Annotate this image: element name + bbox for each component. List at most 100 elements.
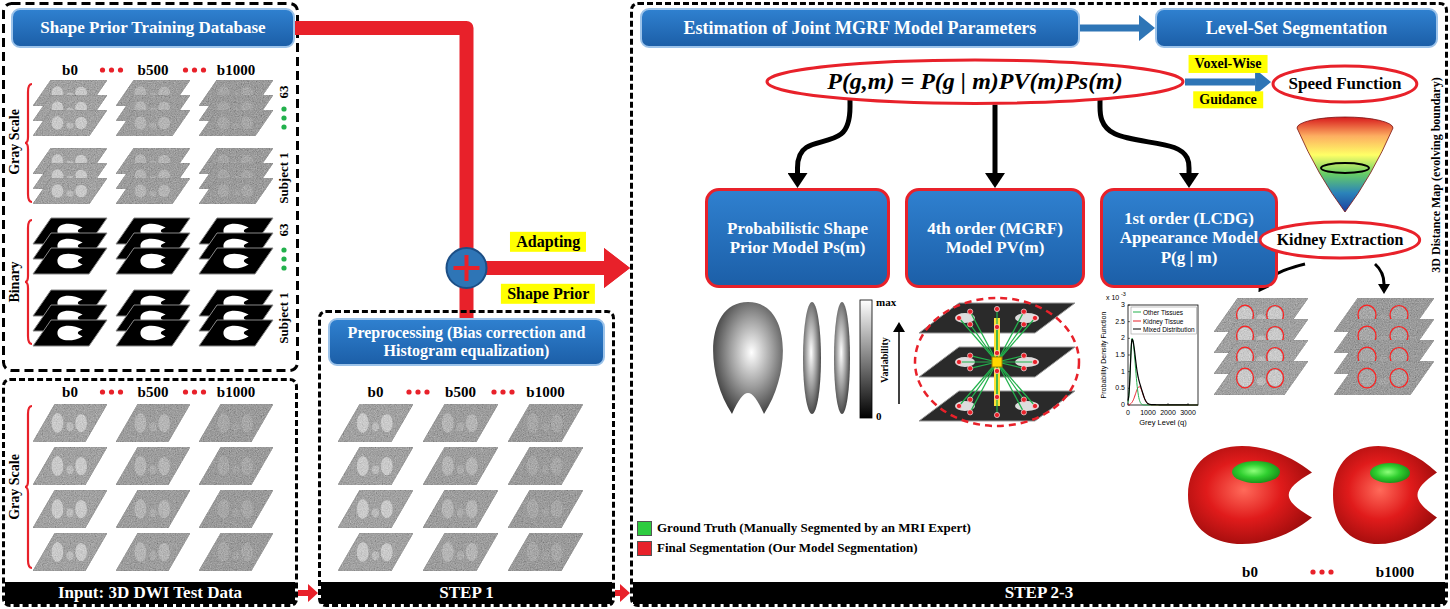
image-stack [33, 290, 107, 346]
mri-slice [199, 447, 273, 485]
image-stack [338, 404, 413, 571]
process-box: Preprocessing (Bias correction and Histo… [328, 318, 605, 366]
ellipsis-dot [509, 389, 514, 394]
image-stack [199, 290, 273, 346]
ellipsis-dot [281, 247, 286, 252]
legend-entry: Ground Truth (Manually Segmented by an M… [637, 520, 971, 536]
mri-slice [199, 110, 273, 136]
ellipsis-dot [1310, 569, 1315, 574]
kidney-3d [1188, 446, 1312, 544]
mri-slice [508, 404, 583, 442]
image-stack [33, 218, 107, 274]
axis-title: Grey Level (q) [1139, 419, 1187, 427]
legend-text: Ground Truth (Manually Segmented by an M… [657, 520, 971, 536]
line-sample [1133, 312, 1141, 313]
tick-label: 0 [1126, 409, 1130, 417]
arrow-connector [298, 590, 308, 596]
kidney-mask [140, 254, 165, 269]
mri-slice [33, 490, 107, 528]
axis-multiplier: x 10 [1106, 294, 1119, 302]
ellipsis-dot [118, 389, 123, 394]
tick-label: 3 [1121, 301, 1125, 309]
image-label: b500 [138, 62, 169, 79]
curly-bracket [25, 220, 32, 344]
ellipsis-dot [424, 389, 429, 394]
subject-label: Subject 1 [277, 152, 291, 204]
legend-entry: Kidney Tissue [1133, 317, 1183, 324]
group-label: Gray Scale [7, 454, 22, 520]
image-label: b1000 [1376, 564, 1414, 581]
legend-entry: Other Tissues [1133, 309, 1183, 316]
mri-slice [423, 533, 498, 571]
image-label: b0 [62, 384, 78, 401]
mri-slice [508, 447, 583, 485]
ellipsis-dot [183, 67, 188, 72]
distance-map-surface [1297, 117, 1393, 212]
image-stack [33, 80, 107, 136]
step-panel: STEP 1 Preprocessing (Bias correction and… [318, 310, 615, 607]
subject-label: 63 [277, 86, 291, 99]
legend-swatch [637, 541, 652, 556]
mri-slice [338, 490, 413, 528]
image-label: b0 [1242, 564, 1258, 581]
mri-slice [199, 178, 273, 204]
arrow-label: Adapting [510, 232, 586, 252]
variability-arrow [898, 332, 900, 404]
image-stack [199, 404, 273, 571]
kidney-mask [57, 254, 82, 269]
mri-slice [338, 447, 413, 485]
tick-label: 3000 [1180, 409, 1196, 417]
binary-slice [116, 248, 190, 274]
ellipsis-dot [201, 389, 206, 394]
input-panel: Input: 3D DWI Test Data [2, 378, 298, 607]
ground-truth-patch [1370, 463, 1410, 483]
node-text: Probabilistic Shape Prior Model Ps(m) [716, 219, 879, 257]
binary-slice [33, 320, 107, 346]
segmentation-contour [1267, 368, 1284, 387]
arrow-label: Voxel-Wise [1189, 55, 1268, 73]
mri-slice [423, 404, 498, 442]
image-stack [116, 80, 190, 136]
mri-slice [116, 533, 190, 571]
image-label: b1000 [217, 62, 255, 79]
legend-box [1131, 307, 1197, 334]
segmentation-contour [1390, 368, 1408, 387]
ellipsis-dot [1328, 569, 1333, 574]
legend-entry: Mixed Distribution [1133, 326, 1195, 333]
image-stack [199, 218, 273, 274]
mri-slice [199, 404, 273, 442]
process-ellipse: Speed Function [1271, 64, 1419, 104]
image-label: b0 [368, 384, 384, 401]
ellipsis-dot [281, 106, 286, 111]
image-stack [199, 148, 273, 204]
mri-slice [33, 110, 107, 136]
model-box: 1st order (LCDG) Appearance Model P(g | … [1100, 188, 1278, 288]
arrow-connector [1100, 100, 1189, 173]
image-stack [1214, 298, 1308, 395]
arrow-connector [1185, 78, 1255, 85]
ellipsis-dot [491, 389, 496, 394]
arrow-label: Shape Prior [501, 284, 595, 304]
arrow-connector [295, 28, 604, 268]
legend-text: Final Segmentation (Our Model Segmentati… [657, 540, 917, 556]
shape-prior-map [713, 302, 783, 414]
node-text: 4th order (MGRF) Model PV(m) [916, 219, 1074, 257]
outline-ellipse [767, 60, 1183, 103]
ellipsis-dot [109, 389, 114, 394]
image-stack [1334, 298, 1434, 395]
arrow-connector [1080, 25, 1139, 32]
image-label: b500 [445, 384, 476, 401]
step-panel: STEP 2-3Estimation of Joint MGRF Model P… [630, 2, 1448, 607]
image-stack [199, 80, 273, 136]
kidney-3d [1333, 446, 1437, 544]
mri-slice [508, 490, 583, 528]
mgrf-neighborhood [915, 298, 1079, 426]
arrow-connector [615, 590, 620, 596]
step-bar: STEP 1 [321, 582, 612, 604]
tick-label: 1 [1121, 368, 1125, 376]
ellipsis-dot [281, 115, 286, 120]
ellipsis-dot [281, 124, 286, 129]
image-stack [116, 290, 190, 346]
segmentation-contour [1358, 368, 1376, 388]
binary-slice [116, 320, 190, 346]
